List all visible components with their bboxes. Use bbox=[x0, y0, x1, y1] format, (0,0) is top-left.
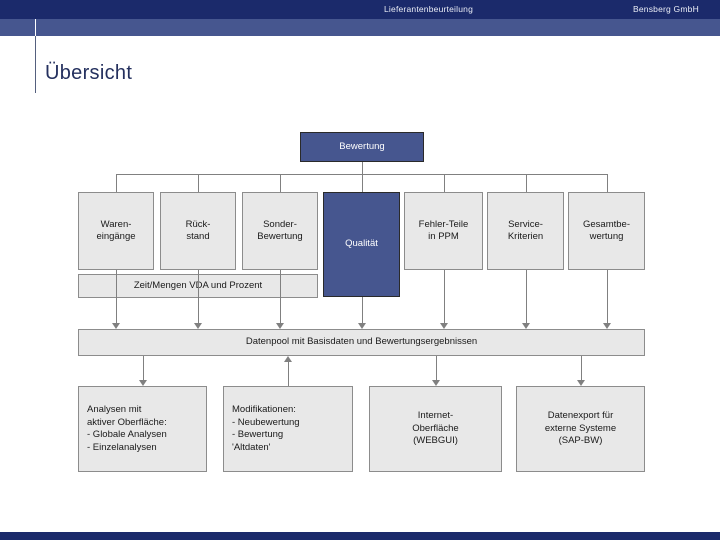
arrowhead-output-1 bbox=[284, 356, 292, 362]
node-output-1[interactable]: Modifikationen: - Neubewertung - Bewertu… bbox=[223, 386, 353, 472]
arrowhead-datapool-feed-4 bbox=[439, 323, 448, 329]
connector-criteria-bus bbox=[116, 174, 607, 175]
node-output-2[interactable]: Internet- Oberfläche (WEBGUI) bbox=[369, 386, 502, 472]
connector-criteria-drop-5 bbox=[525, 174, 527, 192]
connector-output-2 bbox=[435, 356, 437, 380]
header-bar-light bbox=[0, 19, 720, 36]
node-output-0[interactable]: Analysen mit aktiver Oberfläche: - Globa… bbox=[78, 386, 207, 472]
connector-output-0 bbox=[142, 356, 144, 380]
node-criteria-3[interactable]: Qualität bbox=[323, 192, 400, 297]
arrowhead-datapool-feed-0 bbox=[112, 323, 120, 329]
connector-datapool-feed-6 bbox=[606, 270, 608, 323]
header-accent-rule-white bbox=[35, 19, 36, 36]
arrowhead-output-0 bbox=[138, 380, 147, 386]
node-criteria-2[interactable]: Sonder- Bewertung bbox=[242, 192, 318, 270]
connector-root-stem bbox=[362, 162, 363, 174]
connector-criteria-drop-0 bbox=[116, 174, 117, 192]
connector-datapool-feed-2 bbox=[280, 270, 281, 323]
connector-output-3 bbox=[580, 356, 582, 380]
arrowhead-datapool-feed-2 bbox=[276, 323, 284, 329]
connector-criteria-drop-2 bbox=[280, 174, 281, 192]
arrowhead-datapool-feed-3 bbox=[357, 323, 366, 329]
connector-criteria-drop-4 bbox=[443, 174, 445, 192]
header-center-title: Lieferantenbeurteilung bbox=[384, 4, 473, 14]
node-criteria-0[interactable]: Waren- eingänge bbox=[78, 192, 154, 270]
node-criteria-5[interactable]: Service- Kriterien bbox=[487, 192, 564, 270]
footer-bar bbox=[0, 532, 720, 540]
header-bar-dark bbox=[0, 0, 720, 19]
page-title: Übersicht bbox=[45, 62, 133, 84]
arrowhead-datapool-feed-6 bbox=[602, 323, 611, 329]
header-accent-rule bbox=[35, 19, 36, 93]
connector-criteria-drop-3 bbox=[361, 174, 363, 192]
arrowhead-datapool-feed-5 bbox=[521, 323, 530, 329]
connector-datapool-feed-1 bbox=[198, 270, 199, 323]
connector-datapool-feed-0 bbox=[116, 270, 117, 323]
arrowhead-output-3 bbox=[576, 380, 585, 386]
header-right-title: Bensberg GmbH bbox=[633, 4, 699, 14]
arrowhead-datapool-feed-1 bbox=[194, 323, 202, 329]
node-datenpool[interactable]: Datenpool mit Basisdaten und Bewertungse… bbox=[78, 329, 645, 356]
node-criteria-4[interactable]: Fehler-Teile in PPM bbox=[404, 192, 483, 270]
connector-datapool-feed-5 bbox=[525, 270, 527, 323]
arrowhead-output-2 bbox=[431, 380, 440, 386]
node-output-3[interactable]: Datenexport für externe Systeme (SAP-BW) bbox=[516, 386, 645, 472]
node-bewertung[interactable]: Bewertung bbox=[300, 132, 424, 162]
connector-datapool-feed-4 bbox=[443, 270, 445, 323]
connector-output-1 bbox=[288, 362, 289, 386]
connector-criteria-drop-6 bbox=[606, 174, 608, 192]
connector-datapool-feed-3 bbox=[361, 297, 363, 323]
node-criteria-1[interactable]: Rück- stand bbox=[160, 192, 236, 270]
connector-criteria-drop-1 bbox=[198, 174, 199, 192]
node-criteria-6[interactable]: Gesamtbe- wertung bbox=[568, 192, 645, 270]
